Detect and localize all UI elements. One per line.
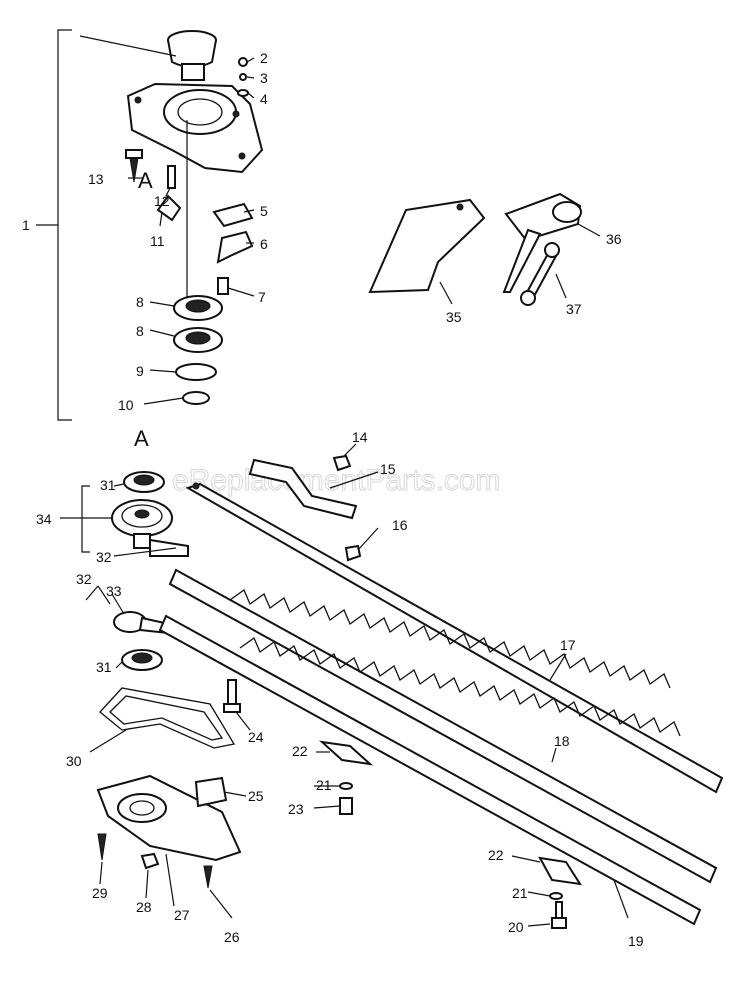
spark-plug-wrench-36 bbox=[502, 192, 582, 293]
leader-lines bbox=[60, 35, 629, 927]
callout-37: 37 bbox=[566, 301, 582, 317]
wrench-37 bbox=[520, 242, 560, 306]
snap-ring-9 bbox=[175, 363, 217, 381]
small-hardware-stack bbox=[237, 57, 249, 97]
screw-23 bbox=[339, 797, 353, 815]
crank-32a bbox=[149, 538, 189, 557]
clip-25 bbox=[194, 776, 228, 808]
callout-5: 5 bbox=[260, 203, 268, 219]
callout-8-lower: 8 bbox=[136, 323, 144, 339]
callout-35: 35 bbox=[446, 309, 462, 325]
callout-23: 23 bbox=[288, 801, 304, 817]
callout-13: 13 bbox=[88, 171, 104, 187]
callout-25: 25 bbox=[248, 788, 264, 804]
screw-24 bbox=[223, 679, 241, 713]
callout-32-upper: 32 bbox=[96, 549, 112, 565]
washer-21b bbox=[549, 892, 563, 900]
callout-9: 9 bbox=[136, 363, 144, 379]
callout-18: 18 bbox=[554, 733, 570, 749]
screw-20 bbox=[551, 901, 567, 929]
callout-20: 20 bbox=[508, 919, 524, 935]
callout-labels: 1 2 3 4 5 6 7 8 8 9 10 11 12 13 14 15 16… bbox=[22, 50, 644, 949]
callout-29: 29 bbox=[92, 885, 108, 901]
nut-14 bbox=[332, 454, 352, 472]
callout-26: 26 bbox=[224, 929, 240, 945]
callout-7: 7 bbox=[258, 289, 266, 305]
callout-24: 24 bbox=[248, 729, 264, 745]
callout-34: 34 bbox=[36, 511, 52, 527]
callout-14: 14 bbox=[352, 429, 368, 445]
blade-guide-17 bbox=[185, 482, 724, 794]
callout-31-lower: 31 bbox=[96, 659, 112, 675]
pin-12-11 bbox=[156, 165, 182, 222]
callout-27: 27 bbox=[174, 907, 190, 923]
callout-2: 2 bbox=[260, 50, 268, 66]
gear-34 bbox=[111, 499, 173, 549]
callout-31-upper: 31 bbox=[100, 477, 116, 493]
assembly-bracket bbox=[36, 29, 72, 421]
screw-29 bbox=[97, 833, 107, 861]
screw-7 bbox=[217, 277, 229, 295]
screw-13 bbox=[125, 149, 143, 183]
ring-10 bbox=[182, 391, 210, 405]
callout-28: 28 bbox=[136, 899, 152, 915]
callout-15: 15 bbox=[380, 461, 396, 477]
blade-19 bbox=[158, 614, 702, 926]
blade-18 bbox=[168, 568, 718, 884]
callout-21-right: 21 bbox=[512, 885, 528, 901]
callout-19: 19 bbox=[628, 933, 644, 949]
plate-22b bbox=[538, 856, 583, 886]
callout-12: 12 bbox=[154, 193, 170, 209]
drive-cup bbox=[167, 30, 217, 81]
callout-4: 4 bbox=[260, 91, 268, 107]
callout-22-right: 22 bbox=[488, 847, 504, 863]
bearing-31a bbox=[123, 471, 165, 493]
bearing-8b bbox=[173, 327, 223, 353]
callout-32-lower: 32 bbox=[76, 571, 92, 587]
nut-16 bbox=[344, 544, 362, 562]
bearing-8a bbox=[173, 295, 223, 321]
callout-1: 1 bbox=[22, 217, 30, 233]
plate-5 bbox=[212, 202, 254, 228]
gasket-30 bbox=[99, 687, 236, 749]
callout-8-upper: 8 bbox=[136, 294, 144, 310]
screw-26 bbox=[203, 865, 213, 889]
reference-a-upper: A bbox=[138, 168, 153, 193]
callout-3: 3 bbox=[260, 70, 268, 86]
callout-22-left: 22 bbox=[292, 743, 308, 759]
gear-case-lower-27 bbox=[96, 774, 242, 862]
bearing-31b bbox=[121, 649, 163, 671]
reference-a-lower: A bbox=[134, 426, 149, 451]
callout-30: 30 bbox=[66, 753, 82, 769]
callout-16: 16 bbox=[392, 517, 408, 533]
blade-guard-35 bbox=[368, 198, 486, 294]
gear-case-upper bbox=[126, 82, 264, 174]
callout-11: 11 bbox=[150, 233, 165, 249]
watermark: eReplacementParts.com bbox=[172, 464, 500, 497]
washer-21a bbox=[339, 782, 353, 790]
connecting-bar-15 bbox=[248, 458, 358, 520]
callout-6: 6 bbox=[260, 236, 268, 252]
callout-36: 36 bbox=[606, 231, 622, 247]
bracket-6 bbox=[216, 230, 254, 264]
callout-21-left: 21 bbox=[316, 777, 332, 793]
callout-17: 17 bbox=[560, 637, 576, 653]
callout-10: 10 bbox=[118, 397, 134, 413]
callout-33: 33 bbox=[106, 583, 122, 599]
plate-22a bbox=[318, 740, 374, 766]
nut-28 bbox=[140, 852, 160, 870]
